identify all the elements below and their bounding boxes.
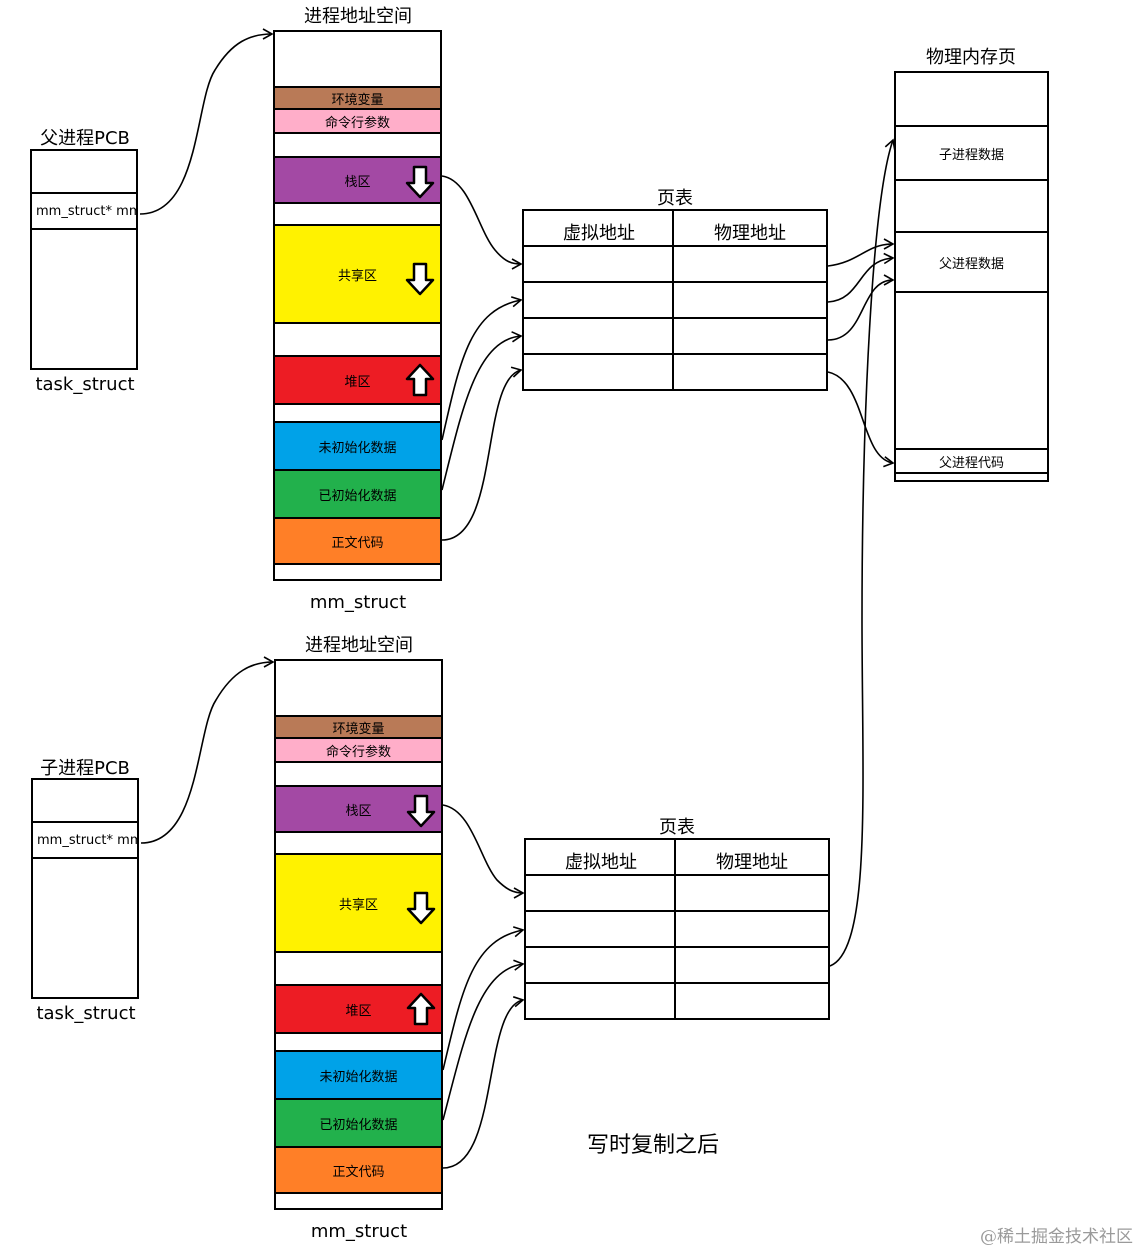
parent-seg-args: 命令行参数: [275, 108, 440, 134]
child-seg-bss-label: 未初始化数据: [319, 1069, 398, 1085]
child-seg-shared-label: 共享区: [338, 897, 378, 913]
parent-page-table: 虚拟地址 物理地址: [522, 209, 828, 391]
link-pt-row4-to-parent-code: [827, 371, 895, 468]
parent-seg-stack-label: 栈区: [344, 174, 371, 190]
parent-pcb-title: 父进程PCB: [40, 128, 130, 149]
diagram-caption: 写时复制之后: [587, 1133, 720, 1158]
parent-pcb-box: mm_struct* mm: [30, 149, 138, 370]
phys-child-data: 子进程数据: [896, 125, 1047, 181]
link-child-pt-to-child-data: [829, 138, 896, 967]
child-task-struct-caption: task_struct: [36, 1003, 136, 1024]
parent-seg-data-label: 已初始化数据: [318, 488, 397, 504]
child-page-table: 虚拟地址 物理地址: [524, 838, 830, 1020]
phys-parent-data: 父进程数据: [896, 231, 1047, 293]
link-child-text-to-pt: [442, 996, 525, 1169]
child-seg-args: 命令行参数: [276, 737, 441, 763]
child-seg-heap-label: 堆区: [345, 1003, 372, 1019]
link-parent-pcb-to-space: [139, 28, 274, 215]
link-child-data-to-pt: [442, 959, 525, 1121]
child-pcb-title: 子进程PCB: [40, 758, 130, 779]
link-parent-stack-to-pt: [441, 175, 523, 270]
child-address-space: 环境变量 命令行参数 栈区 共享区 堆区 未初始化数据 已初始化数据 正文代码: [274, 659, 443, 1210]
child-seg-text-label: 正文代码: [332, 1164, 385, 1180]
child-seg-data-label: 已初始化数据: [319, 1117, 398, 1133]
phys-child-data-label: 子进程数据: [938, 147, 1004, 163]
parent-pt-col-physical: 物理地址: [714, 223, 786, 244]
arrow-down-icon: [406, 794, 436, 828]
child-page-table-title: 页表: [659, 817, 695, 838]
link-child-stack-to-pt: [442, 804, 525, 899]
parent-address-space: 环境变量 命令行参数 栈区 共享区 堆区 未初始化数据 已初始化数据 正文代码: [273, 30, 442, 581]
child-pt-col-physical: 物理地址: [716, 852, 788, 873]
watermark: @稀土掘金技术社区: [980, 1227, 1133, 1247]
parent-seg-data: 已初始化数据: [275, 469, 440, 519]
child-seg-env-label: 环境变量: [332, 721, 385, 737]
parent-mm-struct-caption: mm_struct: [309, 592, 407, 613]
parent-seg-bss-label: 未初始化数据: [318, 440, 397, 456]
link-pt-row3-to-parent-data: [827, 274, 895, 341]
parent-mm-field: mm_struct* mm: [32, 192, 136, 230]
child-seg-args-label: 命令行参数: [325, 744, 391, 760]
link-pt-row1-to-parent-data: [827, 238, 895, 267]
parent-seg-stack: 栈区: [275, 156, 440, 204]
parent-page-table-title: 页表: [657, 188, 693, 209]
parent-seg-text: 正文代码: [275, 517, 440, 565]
child-mm-struct-caption: mm_struct: [310, 1221, 408, 1242]
child-seg-text: 正文代码: [276, 1146, 441, 1194]
child-pt-col-virtual: 虚拟地址: [565, 852, 637, 873]
child-seg-env: 环境变量: [276, 715, 441, 739]
child-seg-stack: 栈区: [276, 785, 441, 833]
parent-seg-heap-label: 堆区: [344, 374, 371, 390]
link-parent-bss-to-pt: [441, 296, 523, 441]
arrow-down-icon: [406, 891, 436, 925]
arrow-up-icon: [406, 992, 436, 1026]
arrow-down-icon: [405, 165, 435, 199]
parent-seg-args-label: 命令行参数: [324, 115, 390, 131]
child-seg-stack-label: 栈区: [345, 803, 372, 819]
parent-seg-env-label: 环境变量: [331, 92, 384, 108]
parent-seg-shared-label: 共享区: [337, 268, 377, 284]
parent-pt-col-virtual: 虚拟地址: [563, 223, 635, 244]
link-pt-row2-to-parent-data: [827, 252, 895, 303]
parent-seg-bss: 未初始化数据: [275, 421, 440, 471]
link-parent-text-to-pt: [441, 366, 523, 541]
link-child-pcb-to-space: [140, 656, 275, 844]
parent-seg-text-label: 正文代码: [331, 535, 384, 551]
parent-task-struct-caption: task_struct: [35, 374, 135, 395]
physical-memory-title: 物理内存页: [926, 47, 1016, 68]
link-parent-data-to-pt: [441, 331, 523, 491]
parent-seg-shared: 共享区: [275, 224, 440, 324]
child-pcb-box: mm_struct* mm: [31, 778, 139, 999]
child-seg-bss: 未初始化数据: [276, 1050, 441, 1100]
child-space-title: 进程地址空间: [305, 635, 413, 656]
phys-parent-data-label: 父进程数据: [938, 256, 1004, 272]
parent-space-title: 进程地址空间: [304, 6, 412, 27]
phys-parent-code-label: 父进程代码: [938, 455, 1004, 471]
arrow-up-icon: [405, 363, 435, 397]
child-seg-shared: 共享区: [276, 853, 441, 953]
phys-parent-code: 父进程代码: [896, 448, 1047, 474]
link-child-bss-to-pt: [442, 926, 525, 1071]
physical-memory: 子进程数据 父进程数据 父进程代码: [894, 71, 1049, 482]
child-mm-field: mm_struct* mm: [33, 821, 137, 859]
arrow-down-icon: [405, 262, 435, 296]
